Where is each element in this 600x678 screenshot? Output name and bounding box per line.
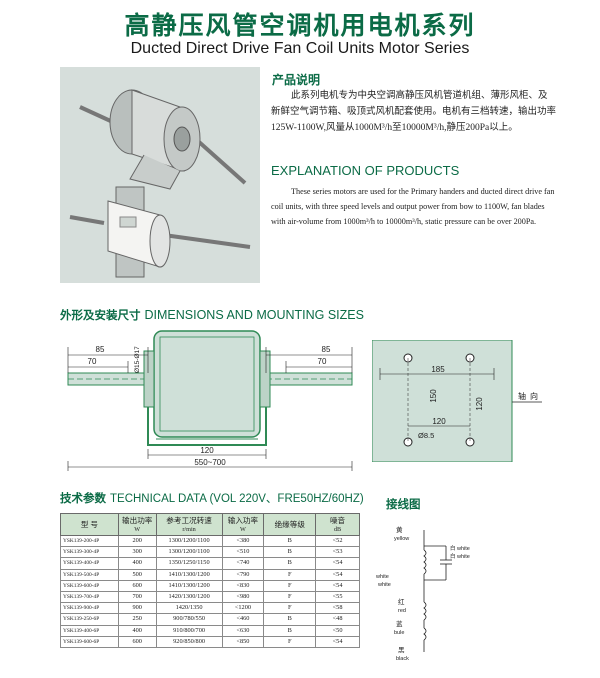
wiring-diagram: 黄 yellow 白 white 白 white white white 红 r…: [375, 525, 470, 662]
product-desc-body: 此系列电机专为中央空调高静压风机管道机组、薄形风柜、及新鲜空气调节箱、吸顶式风机…: [271, 91, 557, 133]
technical-title: 技术参数 TECHNICAL DATA (VOL 220V、FRE50HZ/60H…: [60, 490, 364, 506]
technical-title-cn: 技术参数: [60, 491, 106, 505]
wire-label-yellow: yellow: [394, 536, 409, 542]
page-subtitle: Ducted Direct Drive Fan Coil Units Motor…: [130, 40, 470, 57]
side-view-drawing: 85 70 Ø15-Ø17 85 70 120 550~700: [60, 327, 360, 477]
technical-title-en: TECHNICAL DATA (VOL 220V、FRE50HZ/60HZ): [110, 493, 364, 505]
page-title: 高静压风管空调机用电机系列: [124, 11, 476, 40]
motor-image-lower: [69, 186, 251, 278]
dim-120-bottom: 120: [200, 446, 214, 455]
motor-image-upper: [79, 89, 247, 190]
dim-shaft-diameter: Ø15-Ø17: [134, 346, 141, 373]
wire-label-yellow-cn: 黄: [396, 525, 403, 534]
motor-photo: [60, 67, 260, 283]
explanation-body: These series motors are used for the Pri…: [271, 187, 555, 226]
dim-70-left: 70: [88, 357, 97, 366]
product-desc-title: 产品说明: [272, 73, 321, 87]
wire-label-red-cn: 红: [398, 597, 405, 606]
wire-label-white-left-2: white: [377, 582, 391, 588]
dim-550-700: 550~700: [194, 458, 226, 467]
dimensions-title-en: DIMENSIONS AND MOUNTING SIZES: [144, 308, 364, 322]
wire-label-white-left: white: [375, 574, 389, 580]
dimensions-title-cn: 外形及安装尺寸: [60, 308, 141, 322]
axis-label-cn-2: 向: [530, 391, 538, 401]
explanation-title: EXPLANATION OF PRODUCTS: [271, 163, 460, 178]
wiring-title: 接线图: [386, 497, 421, 511]
wire-label-black-cn: 黑: [398, 646, 405, 654]
dim-185: 185: [431, 365, 445, 374]
wire-label-white-2: 白 white: [450, 552, 470, 560]
wire-label-blue-cn: 蓝: [396, 619, 403, 628]
wire-label-blue: bule: [394, 630, 404, 636]
dim-120-vertical: 120: [475, 397, 484, 411]
wire-label-white-1: 白 white: [450, 544, 470, 552]
base-plate-drawing: 185 150 120 120 Ø8.5 轴 向: [372, 340, 542, 462]
col-header-insulation: 绝缘等级: [263, 513, 317, 536]
dim-70-right: 70: [318, 357, 327, 366]
axis-label-cn: 轴: [518, 391, 526, 401]
dim-85-left: 85: [96, 345, 105, 354]
dim-120-horizontal: 120: [432, 417, 446, 426]
dim-150: 150: [429, 389, 438, 403]
wire-label-red: red: [398, 608, 406, 614]
dim-hole-diameter: Ø8.5: [418, 431, 434, 440]
wire-label-black: black: [396, 656, 409, 662]
col-header-model: 型 号: [60, 513, 119, 536]
dim-85-right: 85: [322, 345, 331, 354]
